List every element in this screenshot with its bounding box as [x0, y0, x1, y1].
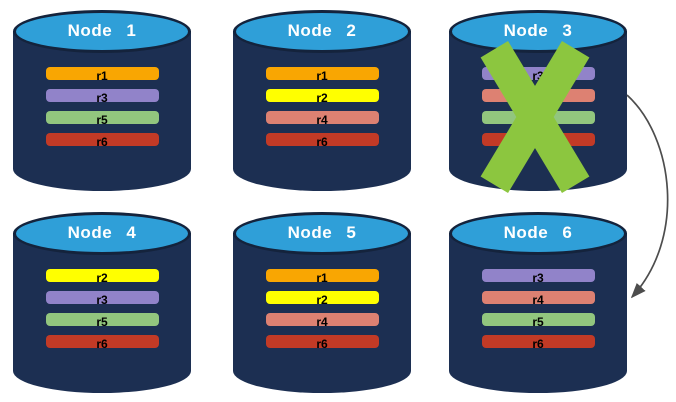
replica-label: r6	[96, 337, 108, 351]
node-cylinder-1: Node 1 r1 r3 r5 r6	[13, 10, 191, 191]
replica-label: r5	[96, 113, 108, 127]
cylinder-top-icon	[233, 212, 411, 255]
replica-label: r2	[96, 271, 108, 285]
replica-list: r3 r4 r5 r6	[449, 269, 627, 351]
replica-bar: r2	[265, 291, 379, 307]
replica-bar: r6	[45, 335, 159, 351]
replica-bar: r3	[481, 269, 595, 285]
failure-x-icon	[480, 41, 590, 193]
node-title: Node 2	[287, 21, 357, 40]
replica-label: r2	[316, 91, 328, 105]
replica-bar: r4	[265, 111, 379, 127]
replica-label: r4	[532, 293, 544, 307]
replica-label: r3	[96, 91, 108, 105]
replica-bar: r4	[481, 291, 595, 307]
replica-list: r1 r2 r4 r6	[233, 67, 411, 149]
node-title: Node 3	[503, 21, 573, 40]
replica-bar: r6	[481, 335, 595, 351]
replica-label: r1	[316, 69, 328, 83]
node-title: Node 4	[67, 223, 137, 242]
node-cylinder-4: Node 4 r2 r3 r5 r6	[13, 212, 191, 393]
replica-bar: r6	[45, 133, 159, 149]
replica-label: r3	[96, 293, 108, 307]
replica-label: r4	[316, 315, 328, 329]
failover-arrow-path	[626, 94, 669, 299]
replica-list: r1 r3 r5 r6	[13, 67, 191, 149]
replica-bar: r3	[45, 89, 159, 105]
node-title: Node 5	[287, 223, 357, 242]
node-cylinder-5: Node 5 r1 r2 r4 r6	[233, 212, 411, 393]
replica-label: r2	[316, 293, 328, 307]
replica-label: r1	[96, 69, 108, 83]
replica-bar: r2	[45, 269, 159, 285]
replica-label: r6	[316, 337, 328, 351]
replica-label: r1	[316, 271, 328, 285]
replica-bar: r3	[45, 291, 159, 307]
failover-arrow	[626, 94, 669, 299]
replica-label: r3	[532, 271, 544, 285]
replica-list: r1 r2 r4 r6	[233, 269, 411, 351]
replica-bar: r6	[265, 133, 379, 149]
replica-list: r2 r3 r5 r6	[13, 269, 191, 351]
cylinder-top-icon	[233, 10, 411, 53]
replica-label: r6	[316, 135, 328, 149]
node-cylinder-6: Node 6 r3 r4 r5 r6	[449, 212, 627, 393]
replica-label: r3	[532, 69, 544, 83]
node-cylinder-2: Node 2 r1 r2 r4 r6	[233, 10, 411, 191]
replica-label: r5	[532, 315, 544, 329]
replica-label: r6	[96, 135, 108, 149]
replica-bar: r5	[45, 111, 159, 127]
replica-label: r5	[96, 315, 108, 329]
replica-bar: r6	[265, 335, 379, 351]
replica-bar: r5	[481, 313, 595, 329]
replica-bar: r1	[45, 67, 159, 83]
node-title: Node 1	[67, 21, 137, 40]
cylinder-top-icon	[449, 10, 627, 53]
replica-label: r4	[316, 113, 328, 127]
replica-bar: r4	[265, 313, 379, 329]
replica-bar: r5	[45, 313, 159, 329]
replica-bar: r1	[265, 269, 379, 285]
cylinder-top-icon	[449, 212, 627, 255]
replica-bar: r1	[265, 67, 379, 83]
replica-bar: r2	[265, 89, 379, 105]
replica-label: r6	[532, 337, 544, 351]
cylinder-top-icon	[13, 212, 191, 255]
node-title: Node 6	[503, 223, 573, 242]
cylinder-top-icon	[13, 10, 191, 53]
